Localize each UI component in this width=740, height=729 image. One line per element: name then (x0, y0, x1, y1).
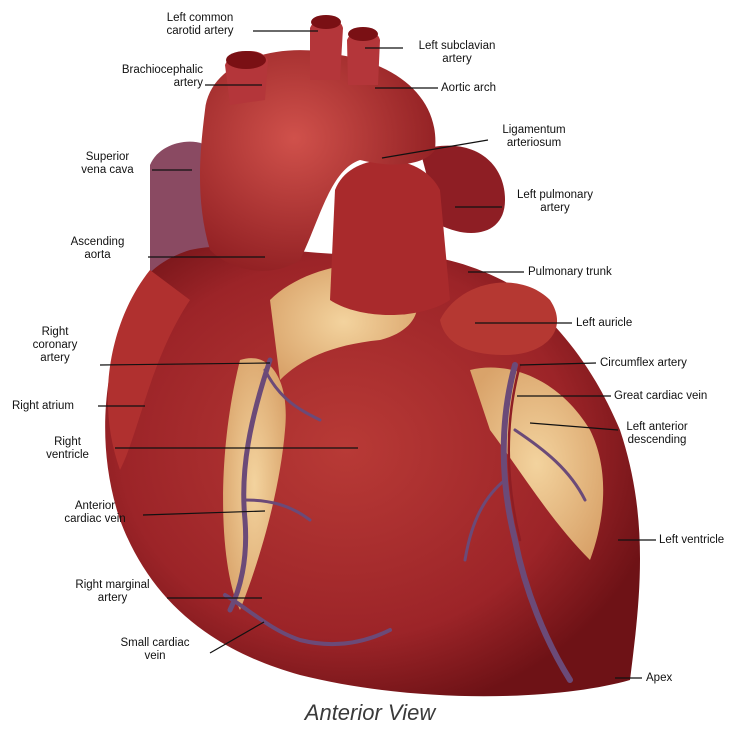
label-left-auricle: Left auricle (576, 317, 632, 330)
label-apex: Apex (646, 672, 672, 685)
label-circumflex-artery: Circumflex artery (600, 357, 687, 370)
label-left-pulmonary-artery: Left pulmonary artery (500, 189, 610, 215)
label-aortic-arch: Aortic arch (441, 82, 496, 95)
label-superior-vena-cava: Superior vena cava (70, 151, 145, 177)
label-right-atrium: Right atrium (12, 400, 74, 413)
pulmonary-trunk-shape (330, 160, 450, 315)
label-pulmonary-trunk: Pulmonary trunk (528, 266, 612, 279)
label-brachiocephalic-artery: Brachiocephalic artery (88, 64, 203, 90)
label-great-cardiac-vein: Great cardiac vein (614, 390, 707, 403)
label-left-anterior-descending: Left anterior descending (607, 421, 707, 447)
label-right-marginal-artery: Right marginal artery (60, 579, 165, 605)
label-ligamentum-arteriosum: Ligamentum arteriosum (484, 124, 584, 150)
label-small-cardiac-vein: Small cardiac vein (105, 637, 205, 663)
label-left-ventricle: Left ventricle (659, 534, 724, 547)
diagram-caption: Anterior View (0, 700, 740, 726)
label-right-coronary-artery: Right coronary artery (15, 326, 95, 365)
label-right-ventricle: Right ventricle (25, 436, 110, 462)
label-left-common-carotid-artery: Left common carotid artery (150, 12, 250, 38)
label-ascending-aorta: Ascending aorta (55, 236, 140, 262)
label-anterior-cardiac-vein: Anterior cardiac vein (50, 500, 140, 526)
label-left-subclavian-artery: Left subclavian artery (407, 40, 507, 66)
